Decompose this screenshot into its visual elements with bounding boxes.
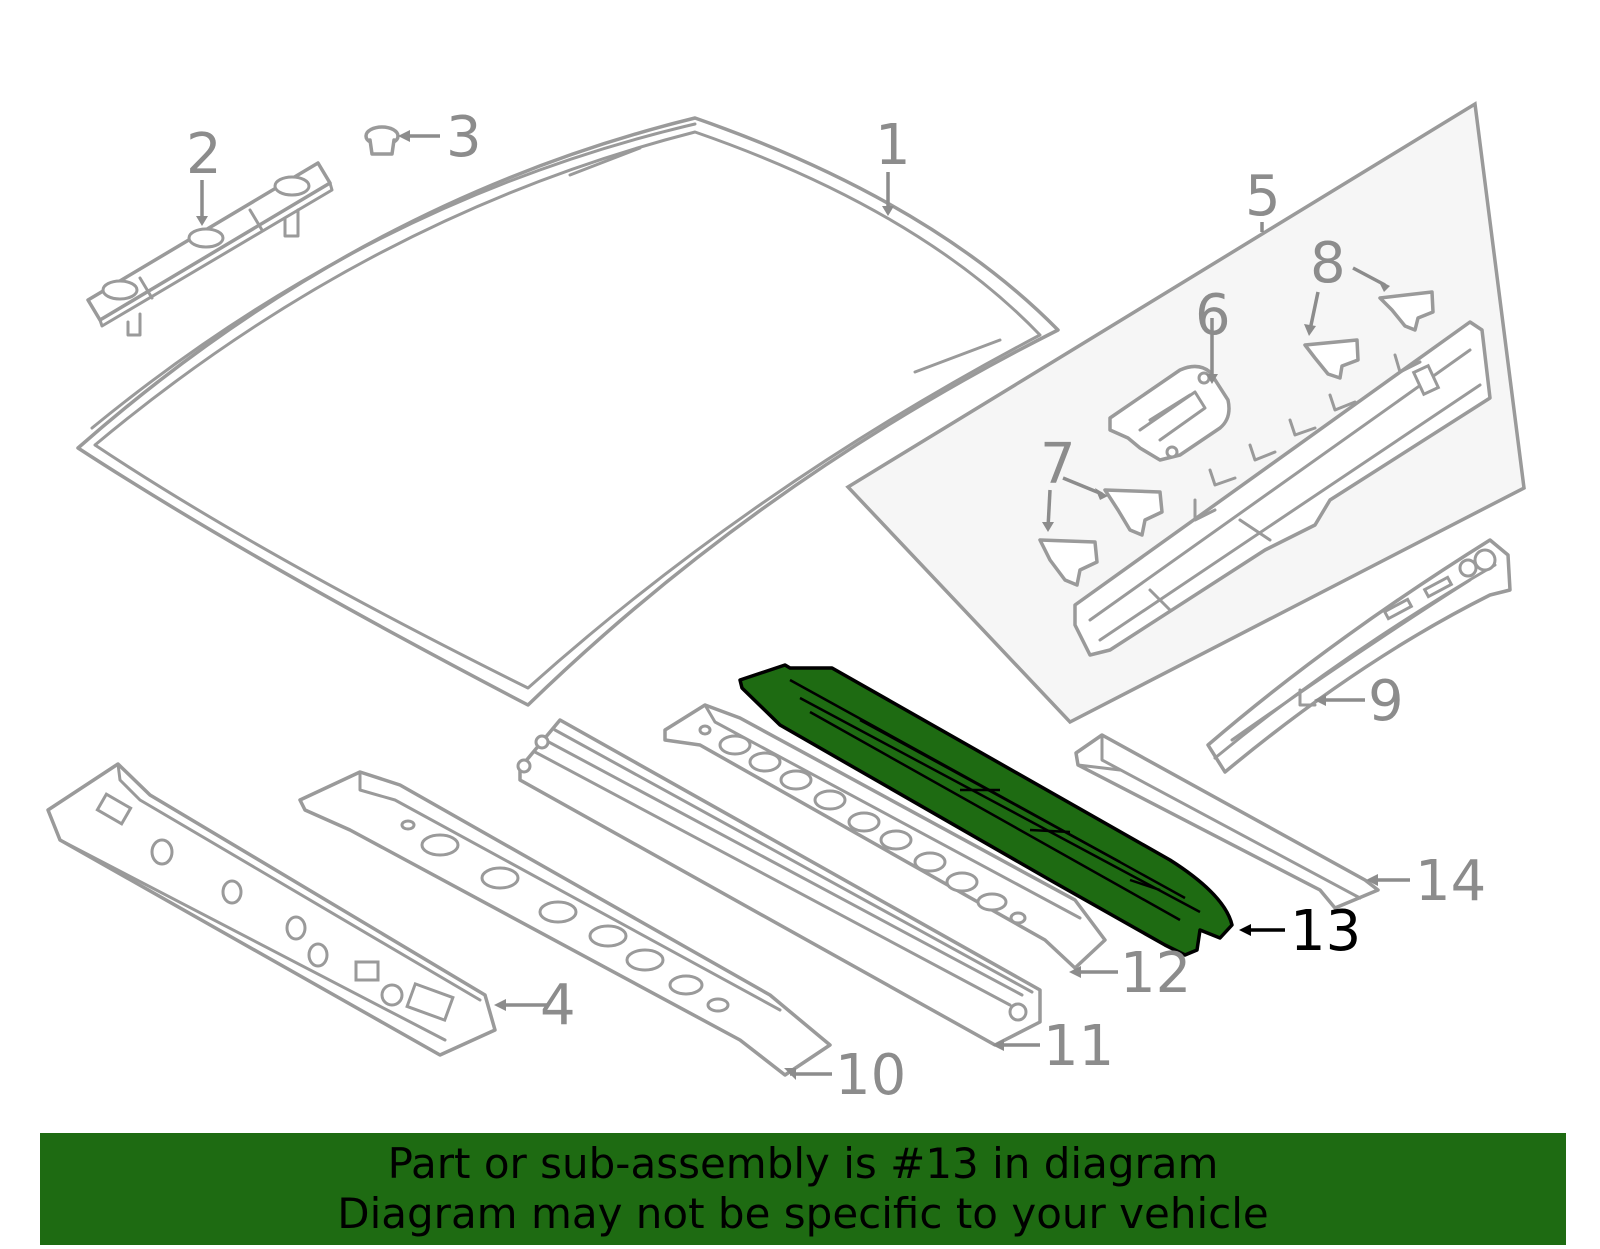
part-7-clip-lower[interactable] bbox=[1038, 538, 1099, 587]
callout-4: 4 bbox=[540, 973, 576, 1038]
part-3-clip-nut[interactable] bbox=[364, 125, 400, 156]
part-13-roof-bow-highlighted[interactable] bbox=[738, 663, 1234, 957]
callout-12: 12 bbox=[1120, 941, 1191, 1006]
banner-line-1: Part or sub-assembly is #13 in diagram bbox=[387, 1139, 1219, 1188]
callout-3: 3 bbox=[446, 105, 482, 170]
banner-line-2: Diagram may not be specific to your vehi… bbox=[337, 1189, 1269, 1238]
callout-6: 6 bbox=[1195, 283, 1231, 348]
callout-9: 9 bbox=[1368, 669, 1404, 734]
callout-5: 5 bbox=[1245, 164, 1281, 229]
callout-7: 7 bbox=[1040, 432, 1076, 497]
part-10-bow[interactable] bbox=[298, 770, 832, 1077]
part-9-reinforcement[interactable] bbox=[1206, 538, 1512, 774]
part-5-rail-assembly[interactable] bbox=[1073, 320, 1492, 657]
callout-1: 1 bbox=[875, 113, 911, 178]
callout-2: 2 bbox=[186, 122, 222, 187]
leader-arrows bbox=[196, 130, 1410, 1080]
part-14-rail-strip[interactable] bbox=[1074, 733, 1380, 910]
callout-10: 10 bbox=[835, 1043, 906, 1108]
callout-11: 11 bbox=[1043, 1014, 1114, 1079]
part-7-clip-upper[interactable] bbox=[1103, 488, 1164, 537]
part-8-clip-lower[interactable] bbox=[1303, 338, 1360, 380]
callout-8: 8 bbox=[1310, 231, 1346, 296]
part-11-channel-bow[interactable] bbox=[516, 718, 1042, 1047]
part-8-clip-upper[interactable] bbox=[1378, 290, 1435, 332]
part-2-bracket[interactable] bbox=[86, 161, 334, 337]
info-banner: Part or sub-assembly is #13 in diagram D… bbox=[40, 1133, 1566, 1245]
callout-14: 14 bbox=[1415, 849, 1486, 914]
callout-13: 13 bbox=[1290, 899, 1361, 964]
part-4-rail[interactable] bbox=[46, 762, 497, 1057]
part-12-perforated-bow[interactable] bbox=[663, 703, 1107, 970]
part-1-roof-panel[interactable] bbox=[76, 116, 1060, 707]
